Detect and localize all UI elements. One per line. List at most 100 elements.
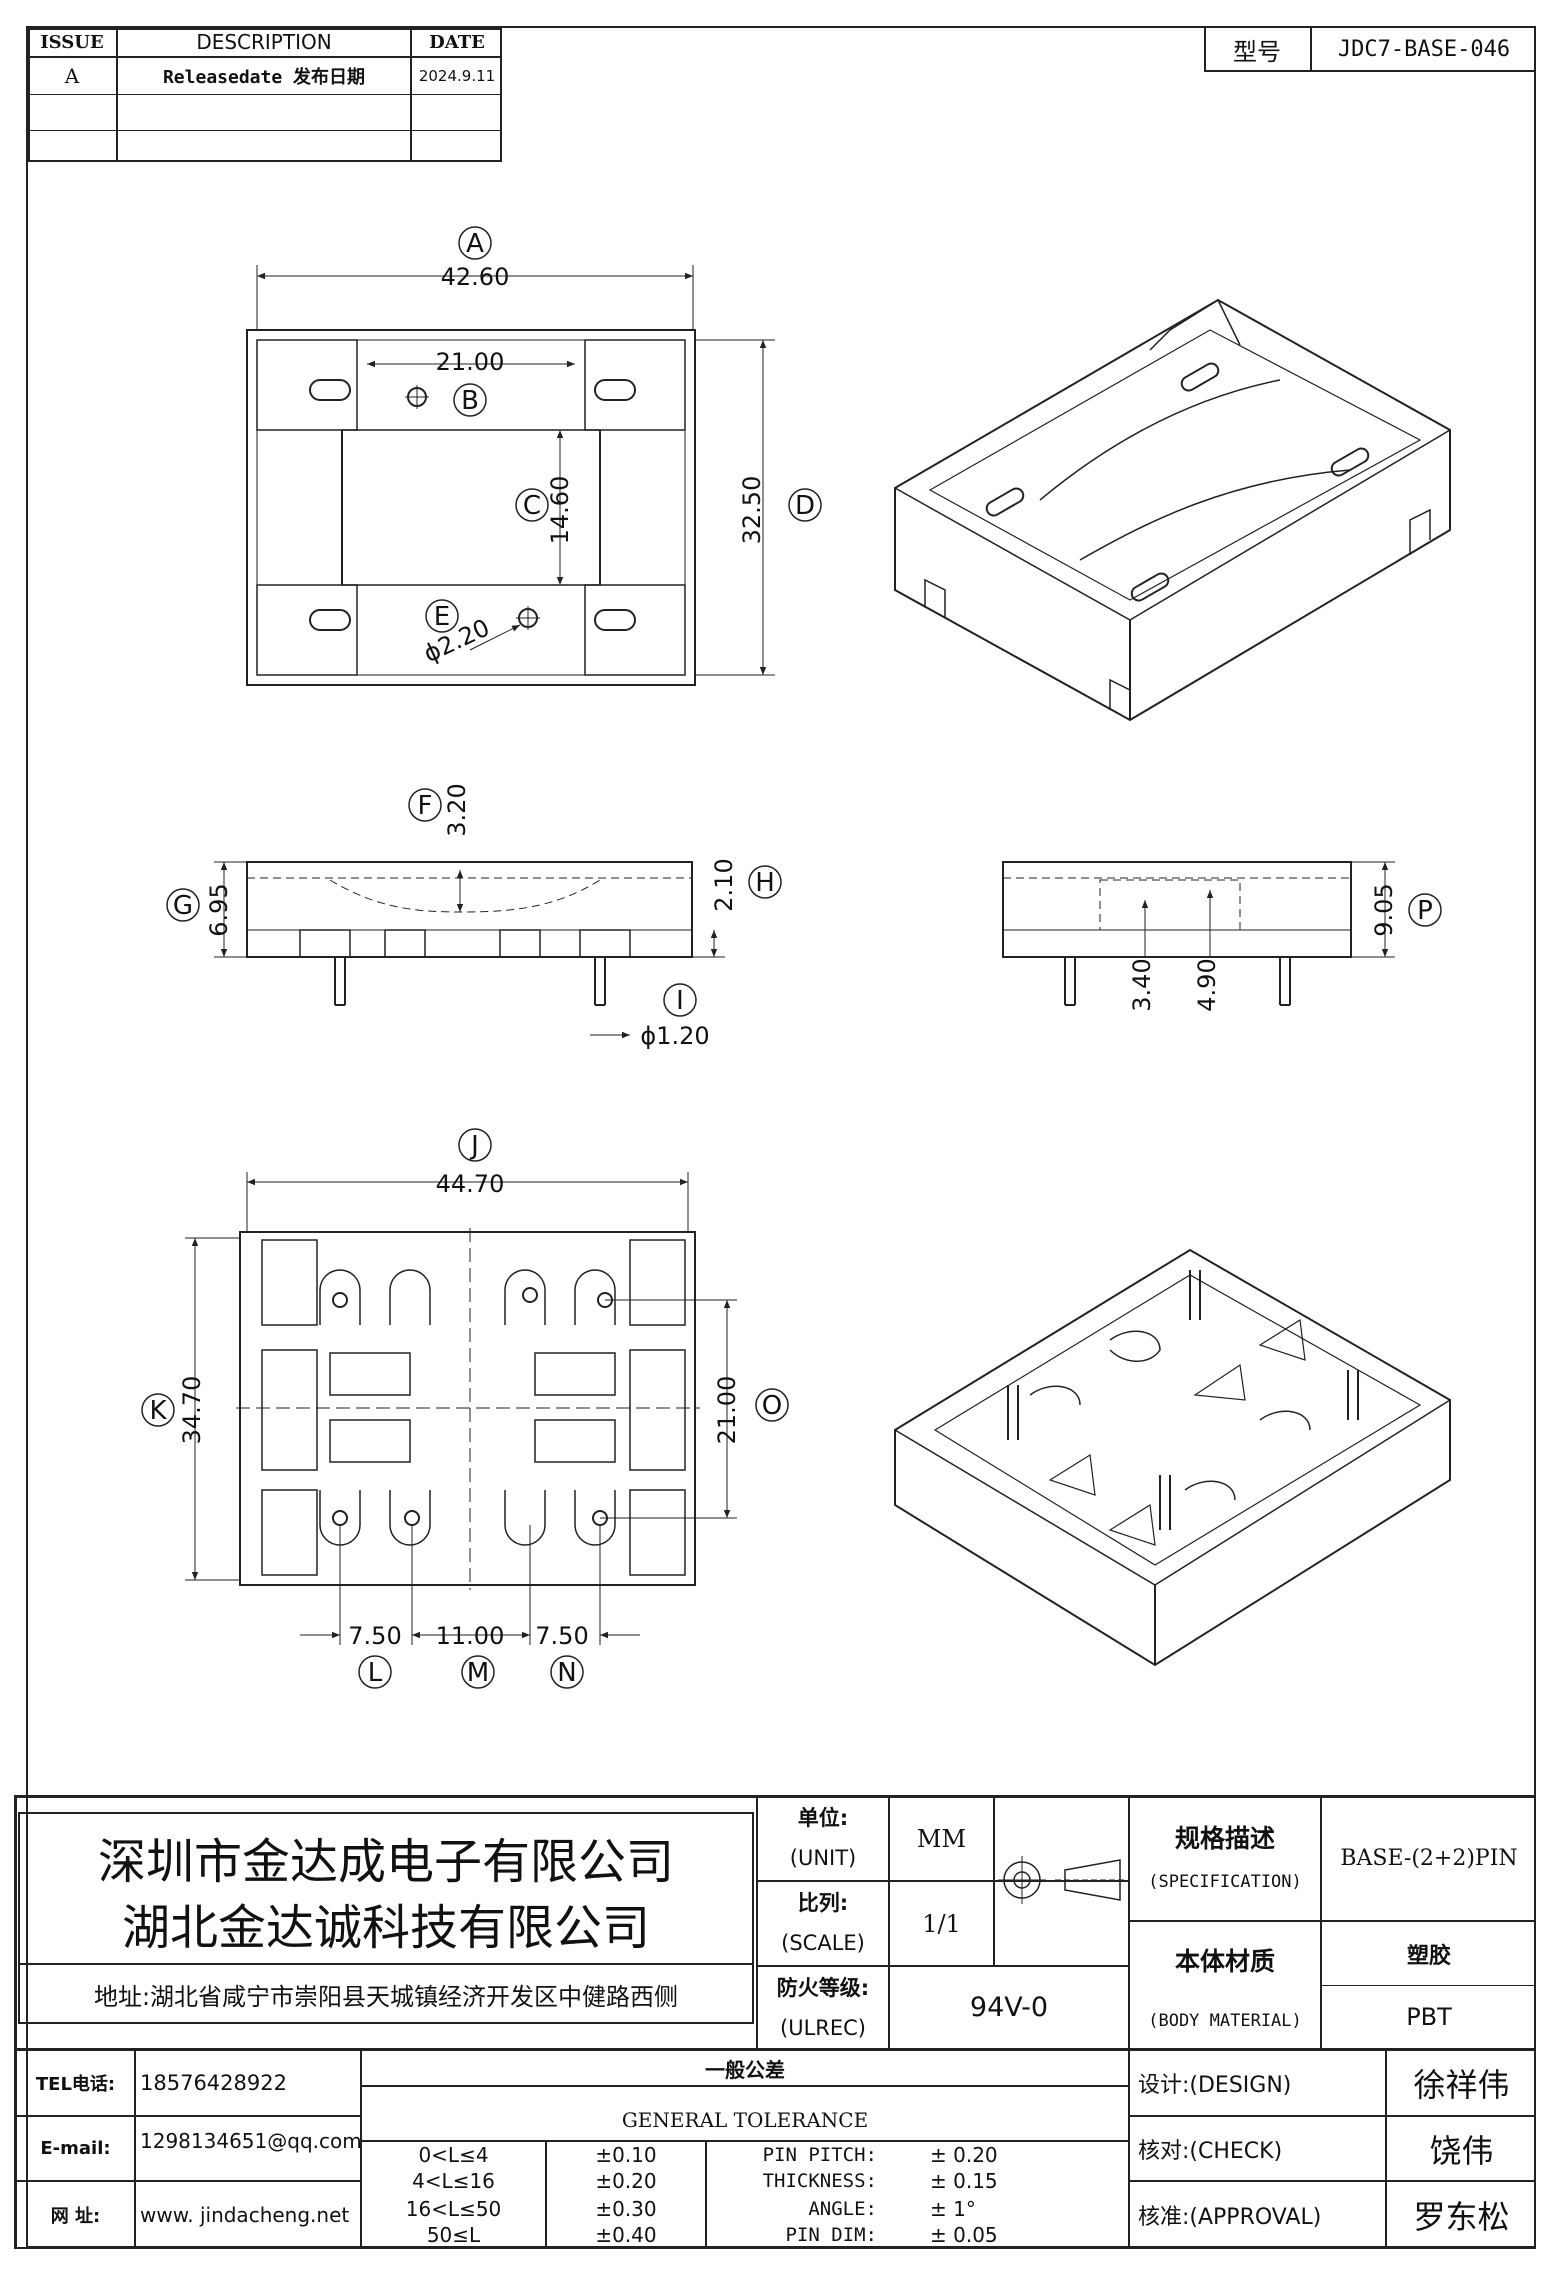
rev-header-description: DESCRIPTION [196, 30, 332, 54]
rev-description: Releasedate 发布日期 [162, 67, 366, 88]
dim-I: ϕ1.20 [640, 1022, 709, 1050]
callout-I: I [663, 983, 697, 1017]
dim-C: 14.60 [546, 476, 574, 545]
bottom-view [185, 1172, 737, 1645]
callout-L: L [358, 1655, 392, 1689]
dim-G: 6.95 [205, 883, 233, 936]
iso-view-bottom [894, 1248, 1451, 1667]
approval-label: 核准:(APPROVAL) [1138, 2204, 1322, 2230]
tolerance-spec-value: ± 0.05 [930, 2223, 998, 2247]
model-value: JDC7-BASE-046 [1337, 36, 1511, 62]
dim-L: 7.50 [348, 1622, 401, 1650]
callout-E: E [425, 599, 459, 633]
projection-symbol-icon [998, 1856, 1125, 1904]
tolerance-value: ±0.30 [595, 2197, 657, 2221]
rev-header-date: DATE [429, 31, 485, 53]
tolerance-range: 0<L≤4 [418, 2143, 489, 2167]
email-value[interactable]: 1298134651@qq.com [140, 2129, 360, 2153]
svg-text:K: K [149, 1396, 167, 1426]
tolerance-range: 50≤L [426, 2223, 481, 2247]
svg-text:I: I [676, 986, 684, 1016]
svg-text:F: F [418, 791, 433, 821]
dim-D: 32.50 [738, 476, 766, 545]
unit-label: 单位: [797, 1806, 849, 1830]
dim-H: 2.10 [710, 858, 738, 911]
callout-H: H [748, 865, 782, 899]
callout-K: K [141, 1393, 175, 1427]
tolerance-title-en: GENERAL TOLERANCE [621, 2108, 869, 2132]
tolerance-spec-name: PIN PITCH: [762, 2144, 877, 2166]
dim-N: 7.50 [535, 1622, 588, 1650]
model-label: 型号 [1233, 37, 1281, 66]
material-value-cn: 塑胶 [1406, 1943, 1451, 1969]
tolerance-range: 4<L≤16 [412, 2169, 495, 2193]
dim-F: 3.20 [443, 783, 471, 836]
approval-name: 罗东松 [1413, 2197, 1510, 2236]
tolerance-value: ±0.20 [595, 2169, 657, 2193]
spec-value: BASE-(2+2)PIN [1340, 1846, 1518, 1871]
front-view [214, 861, 725, 1039]
callout-J: J [458, 1128, 492, 1162]
company-name-1: 深圳市金达成电子有限公司 [97, 1834, 674, 1890]
svg-text:N: N [557, 1658, 576, 1688]
svg-text:B: B [461, 386, 479, 416]
dim-P-inner2: 4.90 [1193, 958, 1221, 1011]
top-view [246, 265, 775, 686]
unit-value: MM [916, 1824, 967, 1853]
rev-header-issue: ISSUE [40, 31, 104, 53]
check-name: 饶伟 [1429, 2131, 1494, 2170]
tolerance-spec-name: PIN DIM: [785, 2224, 877, 2246]
scale-label: 比列: [797, 1891, 849, 1915]
svg-text:L: L [368, 1658, 383, 1688]
tel-value: 18576428922 [140, 2071, 287, 2095]
svg-text:C: C [523, 491, 541, 521]
ul-label-en: (ULREC) [780, 2016, 866, 2040]
spec-label-en: (SPECIFICATION) [1148, 1872, 1302, 1892]
svg-text:H: H [755, 868, 775, 898]
material-label: 本体材质 [1174, 1947, 1275, 1976]
dim-O: 21.00 [713, 1376, 741, 1445]
callout-G: G [166, 888, 200, 922]
tolerance-spec-name: THICKNESS: [762, 2170, 877, 2192]
iso-view-top [894, 298, 1451, 722]
design-label: 设计:(DESIGN) [1138, 2073, 1292, 2098]
callout-F: F [408, 788, 442, 822]
callout-D: D [788, 488, 822, 522]
svg-text:A: A [466, 229, 484, 259]
material-value-en: PBT [1406, 2003, 1452, 2031]
technical-drawing: 42.60 21.00 14.60 32.50 ϕ2.20 3.20 6.95 … [141, 226, 1451, 1689]
scale-value: 1/1 [922, 1909, 961, 1938]
callout-M: M [461, 1655, 495, 1689]
svg-text:P: P [1417, 896, 1433, 926]
design-name: 徐祥伟 [1413, 2066, 1510, 2104]
callout-P: P [1408, 893, 1442, 927]
rev-issue: A [64, 64, 80, 88]
web-value[interactable]: www. jindacheng.net [140, 2202, 350, 2227]
tolerance-spec-name: ANGLE: [808, 2198, 877, 2220]
ul-label: 防火等级: [776, 1976, 870, 2000]
tolerance-value: ±0.10 [595, 2143, 657, 2167]
dim-K: 34.70 [178, 1376, 206, 1445]
check-label: 核对:(CHECK) [1138, 2138, 1283, 2164]
svg-text:E: E [434, 602, 450, 632]
rev-date: 2024.9.11 [418, 67, 496, 85]
ul-value: 94V-0 [969, 1992, 1049, 2023]
callout-C: C [515, 488, 549, 522]
svg-text:O: O [762, 1391, 782, 1421]
dim-M: 11.00 [436, 1622, 505, 1650]
svg-text:J: J [469, 1131, 479, 1161]
callout-O: O [755, 1388, 789, 1422]
svg-text:D: D [795, 491, 815, 521]
company-name-2: 湖北金达诚科技有限公司 [121, 1900, 650, 1956]
dim-J: 44.70 [436, 1170, 505, 1198]
material-label-en: (BODY MATERIAL) [1148, 2010, 1302, 2031]
email-label: E-mail: [40, 2138, 111, 2159]
spec-label: 规格描述 [1174, 1824, 1275, 1853]
tolerance-value: ±0.40 [595, 2223, 657, 2247]
tolerance-title-cn: 一般公差 [705, 2057, 785, 2082]
dim-P-inner1: 3.40 [1128, 958, 1156, 1011]
tel-label: TEL电话: [35, 2074, 116, 2095]
callout-N: N [550, 1655, 584, 1689]
svg-text:M: M [467, 1658, 489, 1688]
side-view [1002, 861, 1395, 1006]
